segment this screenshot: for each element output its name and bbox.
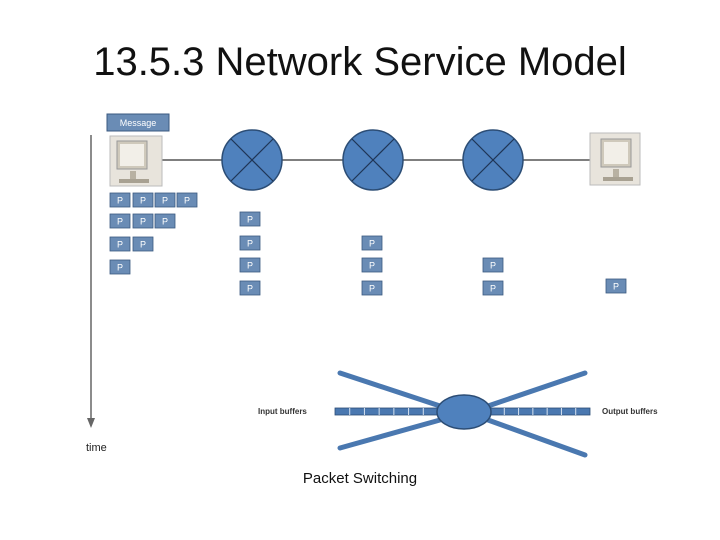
packet: P	[132, 192, 154, 208]
packet-label: P	[140, 240, 146, 250]
packet-label: P	[247, 215, 253, 225]
packet-label: P	[162, 196, 168, 206]
packet: P	[361, 257, 383, 273]
packet-label: P	[369, 239, 375, 249]
message-label: Message	[120, 118, 157, 128]
packet-label: P	[613, 282, 619, 292]
packet: P	[361, 280, 383, 296]
time-axis: time	[86, 135, 107, 454]
packets: P P P P P P P P P P P P P P P P P P P P	[109, 192, 627, 296]
switch-fabric: Input buffers Output buffers	[258, 370, 658, 458]
output-buffer-queue	[489, 407, 591, 416]
router-node-1	[221, 129, 283, 191]
packet: P	[239, 257, 261, 273]
sender-computer-icon	[109, 135, 163, 187]
packet: P	[132, 213, 154, 229]
output-buffers-label: Output buffers	[602, 407, 658, 416]
packet: P	[239, 280, 261, 296]
time-label: time	[86, 442, 107, 454]
input-buffer-queue	[334, 407, 439, 416]
packet-label: P	[140, 196, 146, 206]
router-node-2	[342, 129, 404, 191]
packet-label: P	[117, 240, 123, 250]
packet: P	[109, 213, 131, 229]
packet: P	[109, 236, 131, 252]
packet-label: P	[490, 284, 496, 294]
packet-label: P	[162, 217, 168, 227]
packet: P	[482, 257, 504, 273]
packet: P	[176, 192, 198, 208]
message-box: Message	[106, 113, 170, 132]
packet: P	[482, 280, 504, 296]
packet: P	[154, 213, 176, 229]
packet: P	[361, 235, 383, 251]
packet-label: P	[247, 239, 253, 249]
packet-label: P	[184, 196, 190, 206]
packet-label: P	[140, 217, 146, 227]
switch-node	[436, 394, 492, 430]
packet-label: P	[117, 196, 123, 206]
slide-title: 13.5.3 Network Service Model	[93, 40, 627, 84]
packet: P	[239, 235, 261, 251]
input-buffers-label: Input buffers	[258, 407, 307, 416]
packet: P	[132, 236, 154, 252]
packet-label: P	[247, 261, 253, 271]
packet-label: P	[369, 261, 375, 271]
packet: P	[154, 192, 176, 208]
router-node-3	[462, 129, 524, 191]
packet: P	[109, 259, 131, 275]
packet-label: P	[247, 284, 253, 294]
packet: P	[109, 192, 131, 208]
packet-label: P	[490, 261, 496, 271]
diagram-caption: Packet Switching	[302, 470, 418, 487]
packet-label: P	[117, 263, 123, 273]
packet-label: P	[117, 217, 123, 227]
packet: P	[605, 278, 627, 294]
packet: P	[239, 211, 261, 227]
packet-label: P	[369, 284, 375, 294]
receiver-computer-icon	[589, 132, 641, 186]
